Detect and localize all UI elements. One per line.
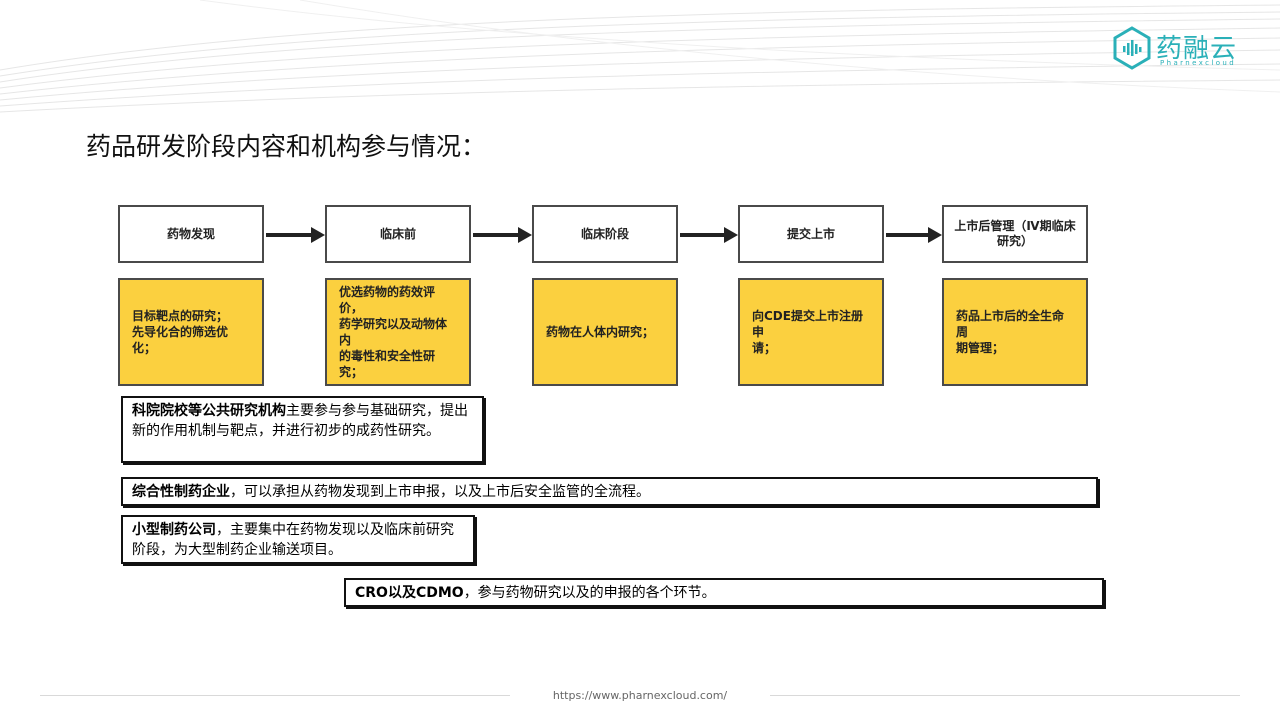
flow-arrow: [266, 227, 325, 243]
footer-divider: [40, 695, 510, 696]
note-text: 主要参与参与基础研究，提出新的作用机制与靶点，并进行初步的成药性研究。: [132, 403, 468, 439]
note-text: ，可以承担从药物发现到上市申报，以及上市后安全监管的全流程。: [230, 484, 650, 500]
stage-box-preclinical: 临床前: [325, 205, 471, 263]
flow-arrow: [680, 227, 738, 243]
note-bold: 科院院校等公共研究机构: [132, 403, 286, 419]
note-bold: 综合性制药企业: [132, 484, 230, 500]
footer-url[interactable]: https://www.pharnexcloud.com/: [552, 689, 728, 702]
brand-subtitle: Pharnexcloud: [1160, 59, 1237, 67]
stage-desc-submission: 向CDE提交上市注册申 请；: [738, 278, 884, 386]
stage-desc-preclinical: 优选药物的药效评价， 药学研究以及动物体内 的毒性和安全性研究；: [325, 278, 471, 386]
note-integrated-pharma: 综合性制药企业，可以承担从药物发现到上市申报，以及上市后安全监管的全流程。: [121, 477, 1098, 506]
note-bold: CRO以及CDMO: [355, 585, 464, 601]
flow-arrow: [886, 227, 942, 243]
note-text: ，主要集中在药物发现以及临床前研究阶段，为大型制药企业输送项目。: [132, 522, 454, 558]
stage-box-post-marketing: 上市后管理（Ⅳ期临床研究）: [942, 205, 1088, 263]
note-cro-cdmo: CRO以及CDMO，参与药物研究以及的申报的各个环节。: [344, 578, 1104, 607]
stage-desc-drug-discovery: 目标靶点的研究； 先导化合的筛选优化；: [118, 278, 264, 386]
stage-box-clinical: 临床阶段: [532, 205, 678, 263]
decorative-wave-lines: [0, 0, 1280, 113]
flow-arrow: [473, 227, 532, 243]
page-title: 药品研发阶段内容和机构参与情况：: [86, 132, 487, 161]
brand-name: 药融云: [1156, 34, 1238, 64]
hexagon-bars-logo-icon: [1113, 26, 1151, 70]
note-public-institutions: 科院院校等公共研究机构主要参与参与基础研究，提出新的作用机制与靶点，并进行初步的…: [121, 396, 484, 463]
stage-desc-clinical: 药物在人体内研究；: [532, 278, 678, 386]
note-bold: 小型制药公司: [132, 522, 216, 538]
brand-logo: 药融云 Pharnexcloud: [1112, 26, 1242, 72]
stage-box-drug-discovery: 药物发现: [118, 205, 264, 263]
footer-divider: [770, 695, 1240, 696]
stage-desc-post-marketing: 药品上市后的全生命周 期管理；: [942, 278, 1088, 386]
stage-box-submission: 提交上市: [738, 205, 884, 263]
note-text: ，参与药物研究以及的申报的各个环节。: [463, 585, 716, 601]
note-small-pharma: 小型制药公司，主要集中在药物发现以及临床前研究阶段，为大型制药企业输送项目。: [121, 515, 475, 564]
